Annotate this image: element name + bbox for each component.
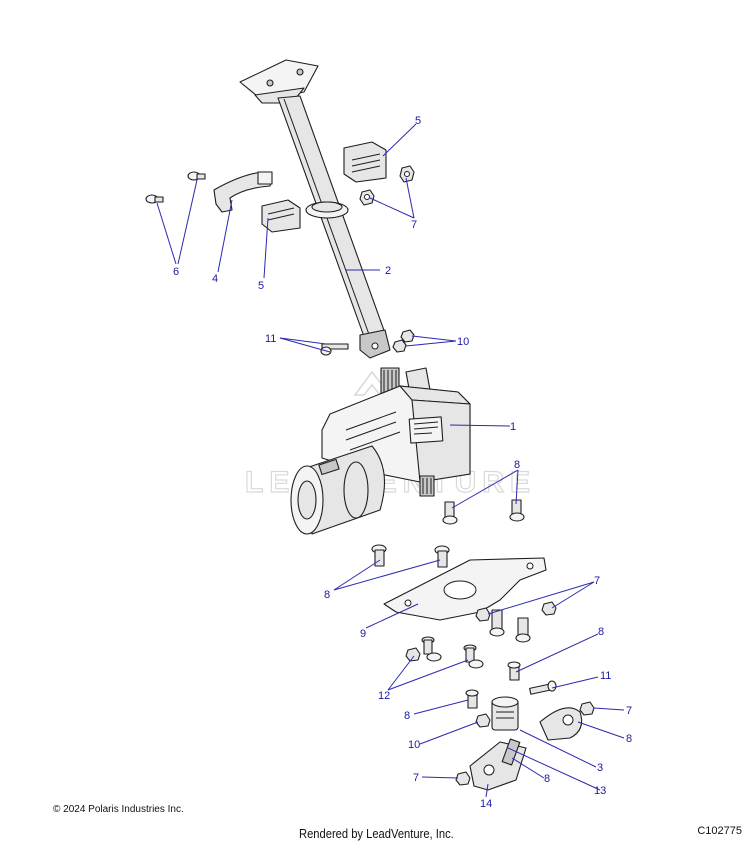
steering-column[interactable] (239, 59, 391, 359)
callout-3[interactable]: 3 (597, 762, 603, 774)
callout-8-far-right[interactable]: 8 (626, 733, 632, 745)
callout-8-left[interactable]: 8 (404, 710, 410, 722)
callout-11-lower[interactable]: 11 (600, 670, 611, 682)
bolt-8-plate-left[interactable] (371, 544, 387, 567)
callout-7-right[interactable]: 7 (626, 705, 632, 717)
callout-7-upper[interactable]: 7 (411, 219, 417, 231)
nut-upper[interactable] (399, 165, 415, 183)
clamp-block-lower[interactable] (261, 199, 301, 233)
bolt-8-lower-a[interactable] (507, 661, 521, 681)
bolt-under-plate-1[interactable] (489, 609, 505, 637)
bolt-under-plate-2[interactable] (515, 617, 531, 643)
callout-10-lower[interactable]: 10 (408, 739, 420, 751)
callout-9[interactable]: 9 (360, 628, 366, 640)
callout-8-gear[interactable]: 8 (514, 459, 520, 471)
leader-lines (156, 123, 625, 798)
lower-coupler[interactable] (469, 738, 527, 791)
nut-7-lower-right[interactable] (579, 701, 595, 716)
screw-left[interactable] (145, 194, 164, 204)
callouts: 5 7 2 6 4 5 11 10 1 8 8 7 9 8 11 12 7 8 … (173, 115, 632, 810)
bolt-8-plate-right[interactable] (434, 545, 450, 568)
mounting-plate[interactable] (383, 557, 547, 621)
callout-10-upper[interactable]: 10 (457, 336, 469, 348)
rendered-by-text: Rendered by LeadVenture, Inc. (299, 826, 454, 841)
callout-8-right[interactable]: 8 (598, 626, 604, 638)
callout-1[interactable]: 1 (510, 421, 516, 433)
diagram-id: C102775 (697, 825, 742, 837)
nut-lower[interactable] (359, 189, 375, 206)
screw-right[interactable] (187, 171, 206, 181)
nut-12-a[interactable] (405, 647, 421, 662)
copyright-text: © 2024 Polaris Industries Inc. (53, 804, 184, 815)
bolt-8-lower-b[interactable] (465, 689, 479, 709)
bolt-12-b[interactable] (463, 644, 484, 669)
clamp-block-upper[interactable] (343, 141, 387, 183)
intermediate-shaft[interactable] (491, 696, 519, 731)
nut-10-a[interactable] (392, 339, 407, 353)
power-steering-unit[interactable] (290, 367, 471, 535)
callout-5-lower[interactable]: 5 (258, 280, 264, 292)
callout-11-upper[interactable]: 11 (265, 333, 276, 345)
callout-4[interactable]: 4 (212, 273, 218, 285)
callout-7-plate[interactable]: 7 (594, 575, 600, 587)
callout-8-plate[interactable]: 8 (324, 589, 330, 601)
callout-14[interactable]: 14 (480, 798, 492, 810)
callout-8-bottom[interactable]: 8 (544, 773, 550, 785)
nut-10-lower[interactable] (475, 713, 491, 728)
nut-10-b[interactable] (400, 329, 415, 343)
nut-7-plate-left[interactable] (475, 607, 491, 622)
callout-6[interactable]: 6 (173, 266, 179, 278)
u-joint-yoke[interactable] (539, 707, 583, 741)
callout-2[interactable]: 2 (385, 265, 391, 277)
bolt-8-right[interactable] (509, 499, 525, 522)
bolt-8-left[interactable] (442, 501, 458, 525)
bolt-11-lower[interactable] (529, 680, 557, 695)
callout-5-upper[interactable]: 5 (415, 115, 421, 127)
bolt-12-a[interactable] (421, 636, 442, 662)
nut-7-plate-right[interactable] (541, 601, 557, 616)
callout-12[interactable]: 12 (378, 690, 390, 702)
callout-7-left[interactable]: 7 (413, 772, 419, 784)
nut-7-lower-left[interactable] (455, 771, 471, 786)
callout-13[interactable]: 13 (594, 785, 606, 797)
bolt-11-upper[interactable] (320, 343, 349, 356)
column-bracket[interactable] (213, 171, 273, 213)
